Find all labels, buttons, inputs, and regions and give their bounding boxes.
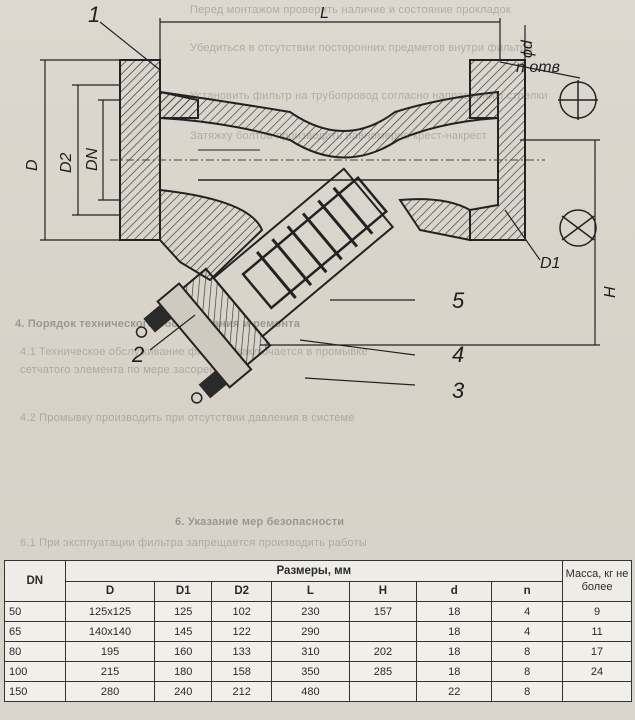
cell-mass: 9 bbox=[562, 601, 632, 622]
cell-mass bbox=[562, 681, 632, 702]
cell-d: 140x140 bbox=[64, 621, 156, 642]
header-col-n: n bbox=[491, 580, 564, 602]
cell-n: 4 bbox=[491, 621, 564, 642]
dim-d: ϕd bbox=[519, 39, 536, 58]
lower-body-wall bbox=[159, 188, 264, 282]
cell-dn: 100 bbox=[4, 661, 66, 682]
header-col-d: d bbox=[416, 580, 493, 602]
cell-l: 290 bbox=[271, 621, 350, 642]
cell-h bbox=[348, 681, 418, 702]
background-line: сетчатого элемента по мере засорения bbox=[20, 364, 229, 376]
lower-right-wall bbox=[398, 198, 471, 242]
cell-d: 125x125 bbox=[64, 601, 156, 622]
cell-d: 18 bbox=[416, 601, 493, 622]
header-dimensions: Размеры, мм bbox=[64, 560, 564, 582]
cell-dn: 65 bbox=[4, 621, 66, 642]
upper-body-wall bbox=[159, 90, 499, 159]
cell-n: 8 bbox=[491, 681, 564, 702]
dim-DN: DN bbox=[84, 147, 101, 171]
cell-d: 280 bbox=[64, 681, 156, 702]
cell-d: 18 bbox=[416, 621, 493, 642]
cell-n: 8 bbox=[491, 661, 564, 682]
cell-h: 157 bbox=[348, 601, 418, 622]
cell-dn: 50 bbox=[4, 601, 66, 622]
background-line: 4.1 Техническое обслуживание фильтра зак… bbox=[20, 346, 368, 358]
right-flange bbox=[469, 59, 526, 241]
cell-h bbox=[348, 621, 418, 642]
cell-d1: 180 bbox=[154, 661, 213, 682]
callout-1: 1 bbox=[88, 2, 100, 27]
cell-d: 22 bbox=[416, 681, 493, 702]
dim-H: H bbox=[602, 286, 619, 298]
callout-3: 3 bbox=[452, 378, 465, 403]
cell-l: 310 bbox=[271, 641, 350, 662]
callout-5: 5 bbox=[452, 288, 465, 313]
cap-cover bbox=[156, 282, 253, 389]
background-heading: 6. Указание мер безопасности bbox=[175, 516, 345, 528]
header-col-h: H bbox=[348, 580, 418, 602]
header-col-d: D bbox=[64, 580, 156, 602]
cell-d1: 125 bbox=[154, 601, 213, 622]
dim-L: L bbox=[320, 5, 329, 22]
background-line: Перед монтажом проверить наличие и состо… bbox=[190, 4, 511, 16]
cell-l: 480 bbox=[271, 681, 350, 702]
header-col-d1: D1 bbox=[154, 580, 213, 602]
cell-d: 195 bbox=[64, 641, 156, 662]
cell-d2: 212 bbox=[211, 681, 273, 702]
cell-d2: 158 bbox=[211, 661, 273, 682]
header-col-d2: D2 bbox=[211, 580, 273, 602]
background-line: Убедиться в отсутствии посторонних предм… bbox=[190, 42, 533, 54]
header-col-l: L bbox=[271, 580, 350, 602]
cell-h: 202 bbox=[348, 641, 418, 662]
dim-D1: D1 bbox=[540, 255, 560, 272]
header-mass: Масса, кг не более bbox=[562, 560, 632, 602]
cell-d1: 145 bbox=[154, 621, 213, 642]
cell-l: 230 bbox=[271, 601, 350, 622]
background-line: 6.1 При эксплуатации фильтра запрещается… bbox=[20, 537, 367, 549]
cell-n: 4 bbox=[491, 601, 564, 622]
strainer-screen bbox=[241, 176, 389, 310]
cell-d: 18 bbox=[416, 661, 493, 682]
cell-mass: 17 bbox=[562, 641, 632, 662]
cell-h: 285 bbox=[348, 661, 418, 682]
cell-mass: 24 bbox=[562, 661, 632, 682]
dim-D2: D2 bbox=[58, 152, 75, 173]
cell-d2: 133 bbox=[211, 641, 273, 662]
callout-2: 2 bbox=[131, 342, 144, 367]
cell-d: 215 bbox=[64, 661, 156, 682]
cell-dn: 150 bbox=[4, 681, 66, 702]
header-dn: DN bbox=[4, 560, 66, 602]
dim-n-holes: n отв bbox=[516, 59, 560, 76]
dim-D: D bbox=[24, 159, 41, 171]
strainer-drawing: 1 2 3 4 5 L D D2 DN ϕd n отв D1 H bbox=[24, 2, 619, 404]
cell-d: 18 bbox=[416, 641, 493, 662]
cell-d1: 240 bbox=[154, 681, 213, 702]
cell-d2: 102 bbox=[211, 601, 273, 622]
cell-n: 8 bbox=[491, 641, 564, 662]
bolt-circle-side bbox=[559, 209, 597, 247]
callout-4: 4 bbox=[452, 342, 464, 367]
background-line: 4.2 Промывку производить при отсутствии … bbox=[20, 412, 355, 424]
cell-d1: 160 bbox=[154, 641, 213, 662]
cell-l: 350 bbox=[271, 661, 350, 682]
cell-mass: 11 bbox=[562, 621, 632, 642]
cell-d2: 122 bbox=[211, 621, 273, 642]
cell-dn: 80 bbox=[4, 641, 66, 662]
